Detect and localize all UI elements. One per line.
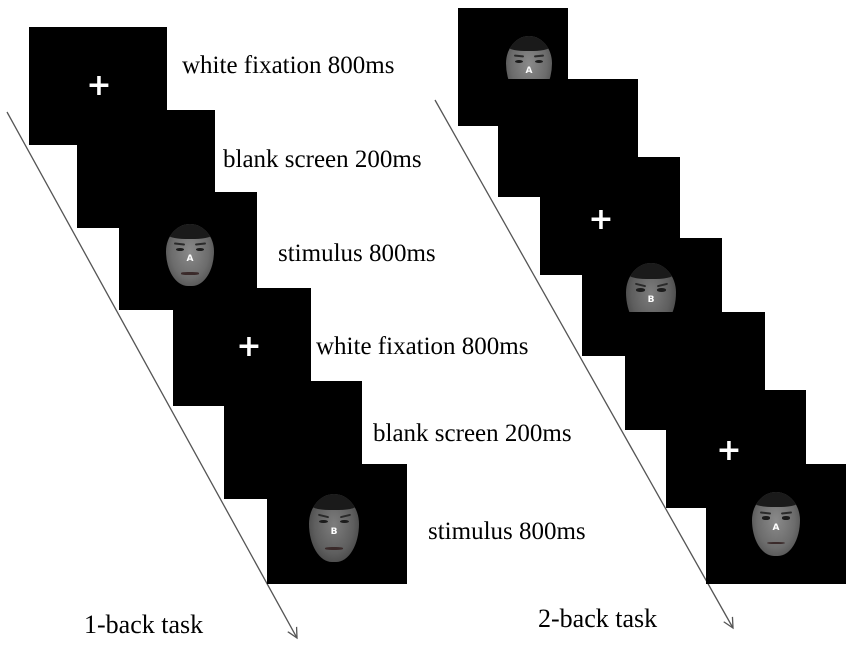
right-time-arrow	[434, 99, 733, 628]
stimulus-face-female: A	[166, 224, 214, 286]
right-screen-stimulus-2: A	[706, 464, 846, 584]
right-screen-blank-2: B	[582, 238, 722, 356]
stimulus-letter: A	[525, 65, 533, 76]
stimulus-face-female: A	[752, 492, 800, 556]
left-screen-stimulus-2: B	[267, 464, 407, 584]
fixation-cross: +	[716, 433, 742, 468]
fixation-cross: +	[588, 202, 614, 237]
label-stimulus-1: stimulus 800ms	[278, 240, 436, 267]
label-stimulus-2: stimulus 800ms	[428, 518, 586, 545]
stimulus-letter: B	[330, 526, 338, 537]
task-label-2-back: 2-back task	[538, 604, 658, 633]
fixation-cross: +	[236, 329, 262, 364]
left-time-arrow	[6, 111, 297, 638]
label-blank-screen-1: blank screen 200ms	[223, 146, 422, 173]
stimulus-letter: B	[647, 295, 655, 306]
fixation-cross: +	[86, 68, 112, 103]
label-blank-screen-2: blank screen 200ms	[373, 420, 572, 447]
task-label-1-back: 1-back task	[84, 610, 204, 639]
stimulus-letter: A	[186, 253, 194, 264]
stimulus-face-male: B	[309, 494, 359, 562]
label-white-fixation-2: white fixation 800ms	[316, 333, 529, 360]
stimulus-letter: A	[772, 522, 780, 533]
label-white-fixation-1: white fixation 800ms	[182, 52, 395, 79]
